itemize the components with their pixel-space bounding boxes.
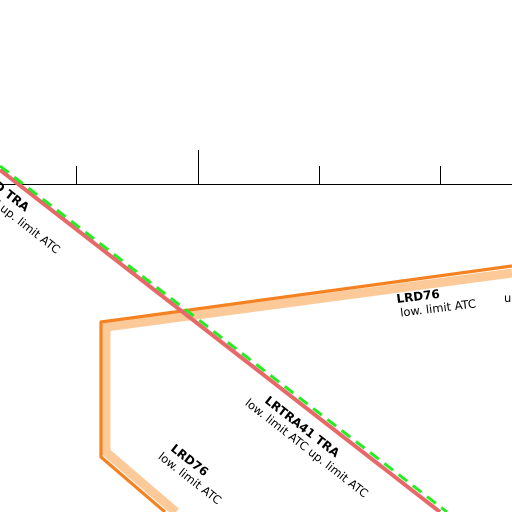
scale-bar — [0, 150, 512, 185]
tra-boundary-dash — [0, 164, 448, 514]
lrd76-boundary-halo — [101, 268, 512, 516]
lrd76-area[interactable] — [99, 264, 512, 516]
lrd76-boundary — [99, 264, 512, 514]
lrd76-top-name: LRD76 — [396, 287, 441, 306]
lrd76-top-cut-text: u — [504, 291, 511, 305]
tra-boundary[interactable] — [0, 164, 448, 514]
tra-boundary-line — [0, 168, 442, 514]
